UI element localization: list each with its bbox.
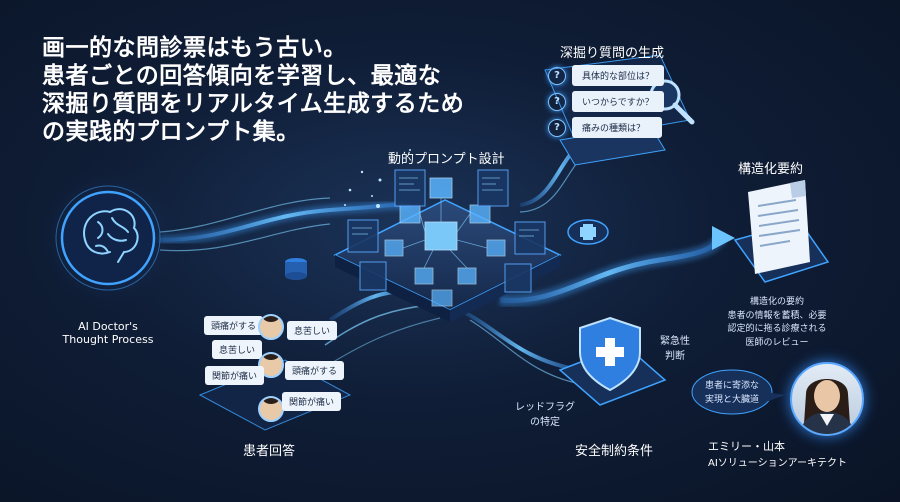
prompt-design-label: 動的プロンプト設計: [388, 152, 505, 167]
deep-questions-title: 深掘り質問の生成: [560, 46, 665, 61]
headline: 画一的な問診票はもう古い。 患者ごとの回答傾向を学習し、最適な 深掘り質問をリア…: [42, 34, 464, 146]
patient-bubble: 頭痛がする: [285, 361, 345, 380]
author-speech-bubble: [691, 369, 785, 415]
prompt-design-cluster: [333, 169, 562, 322]
safety-module: [558, 316, 667, 406]
summary-title: 構造化要約: [738, 162, 804, 177]
patient-bubble: 息苦しい: [212, 340, 263, 359]
author-avatar: [790, 362, 864, 436]
summary-line: 医師のレビュー: [745, 337, 809, 348]
brain-caption-line: AI Doctor's: [78, 320, 138, 333]
author-speech-line: 患者に寄添な: [704, 381, 759, 391]
patient-bubble: 頭痛がする: [204, 316, 264, 335]
patient-avatar: [258, 314, 284, 340]
author-name: エミリー・山本: [708, 440, 785, 453]
urgency-label: 緊急性 判断: [660, 334, 690, 364]
question-icon: ?: [548, 66, 566, 85]
headline-line: の実践的プロンプト集。: [42, 119, 300, 146]
plus-node-icon: [567, 219, 609, 245]
question-item: ? 痛みの種類は？: [548, 117, 662, 138]
brain-caption-line: Thought Process: [62, 333, 154, 346]
flow-arrow-icon: [712, 226, 735, 250]
question-icon: ?: [548, 118, 566, 137]
brain-module: [33, 163, 183, 313]
author-speech-line: 実現と大臓道: [704, 394, 759, 405]
patient-bubble: 関節が痛い: [282, 392, 342, 411]
brain-caption: AI Doctor's Thought Process: [58, 320, 158, 346]
brain-icon: [83, 208, 139, 263]
author-role: AIソリューションアーキテクト: [708, 458, 847, 469]
patient-bubble: 息苦しい: [287, 321, 338, 340]
urgency-line: 判断: [665, 351, 685, 362]
database-icon: [285, 258, 307, 280]
document-icon: [757, 199, 801, 247]
author-speech: 患者に寄添な 実現と大臓道: [700, 380, 764, 407]
safety-title: 安全制約条件: [575, 444, 654, 459]
question-text: いつからですか？: [572, 91, 664, 112]
sparkles: [344, 149, 411, 208]
headline-line: 画一的な問診票はもう古い。: [42, 35, 347, 61]
summary-line: 構造化の要約: [749, 297, 804, 307]
red-flag-line: レッドフラグ: [515, 402, 575, 413]
summary-module: [733, 180, 830, 283]
red-flag-line: の特定: [530, 417, 560, 428]
question-text: 具体的な部位は？: [572, 65, 665, 86]
patient-title: 患者回答: [243, 444, 296, 459]
question-item: ? いつからですか？: [548, 91, 664, 112]
patient-avatar: [258, 396, 284, 422]
question-icon: ?: [548, 92, 566, 111]
red-flag-label: レッドフラグ の特定: [515, 400, 575, 430]
summary-line: 認定的に拖る診療される: [727, 324, 827, 334]
patient-bubble: 関節が痛い: [205, 366, 265, 385]
summary-description: 構造化の要約 患者の情報を蓄積、必要 認定的に拖る診療される 医師のレビュー: [722, 296, 832, 350]
question-text: 痛みの種類は？: [572, 117, 662, 138]
question-item: ? 具体的な部位は？: [548, 65, 665, 86]
headline-line: 深掘り質問をリアルタイム生成するため: [42, 91, 465, 118]
headline-line: 患者ごとの回答傾向を学習し、最適な: [42, 63, 442, 90]
urgency-line: 緊急性: [660, 336, 690, 347]
summary-line: 患者の情報を蓄積、必要: [727, 310, 827, 321]
